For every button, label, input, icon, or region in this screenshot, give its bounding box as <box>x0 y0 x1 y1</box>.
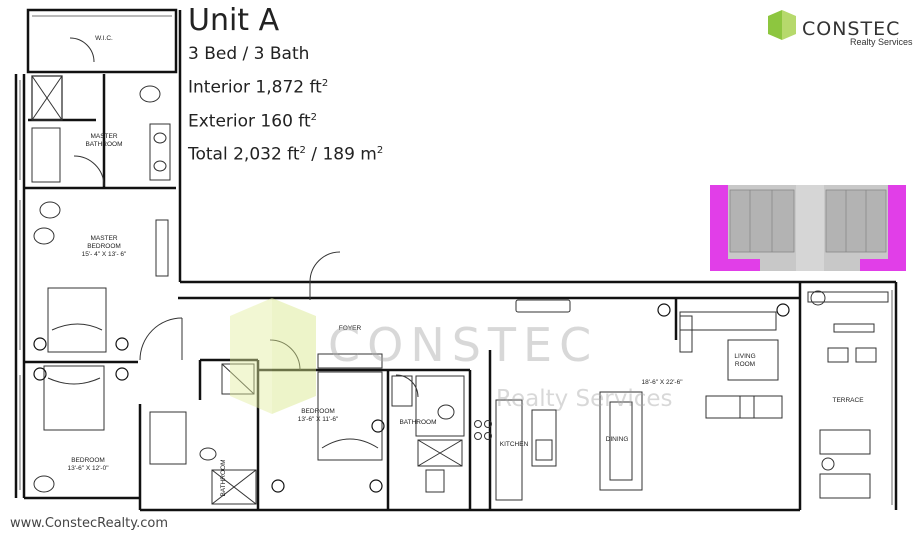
svg-text:15'- 4" X 13'- 6": 15'- 4" X 13'- 6" <box>82 251 127 258</box>
constec-logo: CONSTEC Realty Services <box>766 8 916 48</box>
svg-text:BATHROOM: BATHROOM <box>399 419 436 426</box>
unit-title: Unit A <box>188 3 280 38</box>
unit-info: Unit A 3 Bed / 3 Bath Interior 1,872 ft2… <box>188 2 383 170</box>
room-label-wic: W.I.C. <box>95 35 113 42</box>
svg-text:MASTER: MASTER <box>90 133 117 140</box>
logo-sub: Realty Services <box>850 37 913 47</box>
interior-area: Interior 1,872 ft2 <box>188 77 329 98</box>
windows <box>19 15 893 505</box>
logo-icon <box>768 10 796 40</box>
exterior-area: Exterior 160 ft2 <box>188 111 318 132</box>
total-area: Total 2,032 ft2 / 189 m2 <box>188 144 384 165</box>
svg-text:FOYER: FOYER <box>339 325 362 332</box>
svg-text:BEDROOM: BEDROOM <box>301 408 335 415</box>
svg-text:BEDROOM: BEDROOM <box>87 243 121 250</box>
walls <box>14 8 898 512</box>
logo-brand: CONSTEC <box>802 18 901 40</box>
website-url: www.ConstecRealty.com <box>10 516 168 531</box>
svg-text:TERRACE: TERRACE <box>832 397 864 404</box>
svg-text:18'-6" X 22'-6": 18'-6" X 22'-6" <box>641 379 683 386</box>
svg-text:DINING: DINING <box>606 436 629 443</box>
outlets <box>33 303 790 493</box>
beds-baths: 3 Bed / 3 Bath <box>188 44 310 64</box>
svg-text:BATHROOM: BATHROOM <box>220 459 227 496</box>
svg-text:BEDROOM: BEDROOM <box>71 457 105 464</box>
key-plan <box>710 185 906 271</box>
room-labels: W.I.C. MASTER BATHROOM MASTER BEDROOM 15… <box>67 35 864 497</box>
fixtures <box>31 75 889 505</box>
svg-text:13'-6" X 12'-0": 13'-6" X 12'-0" <box>67 465 109 472</box>
svg-text:LIVING: LIVING <box>734 353 755 360</box>
doors <box>69 37 419 398</box>
svg-text:BATHROOM: BATHROOM <box>85 141 122 148</box>
svg-text:13'-6" X 11'-6": 13'-6" X 11'-6" <box>298 416 339 423</box>
svg-text:MASTER: MASTER <box>90 235 117 242</box>
svg-text:KITCHEN: KITCHEN <box>500 441 529 448</box>
svg-text:ROOM: ROOM <box>735 361 755 368</box>
